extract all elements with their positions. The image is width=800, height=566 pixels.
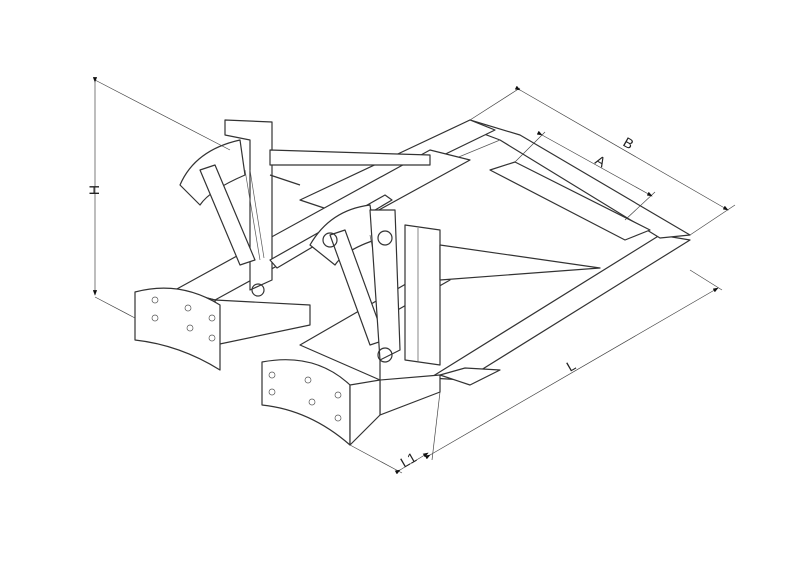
drum-holder-left bbox=[134, 287, 221, 371]
dimension-a-label: A bbox=[593, 152, 610, 171]
dimension-l1: L1 bbox=[349, 444, 429, 475]
dimension-l1-label: L1 bbox=[398, 449, 420, 471]
drum-holder-right bbox=[261, 359, 351, 446]
dimension-h-label: H bbox=[86, 185, 102, 195]
dimension-h: H bbox=[86, 77, 231, 319]
dimension-l-label: L bbox=[564, 357, 579, 375]
fork-right bbox=[261, 204, 601, 446]
